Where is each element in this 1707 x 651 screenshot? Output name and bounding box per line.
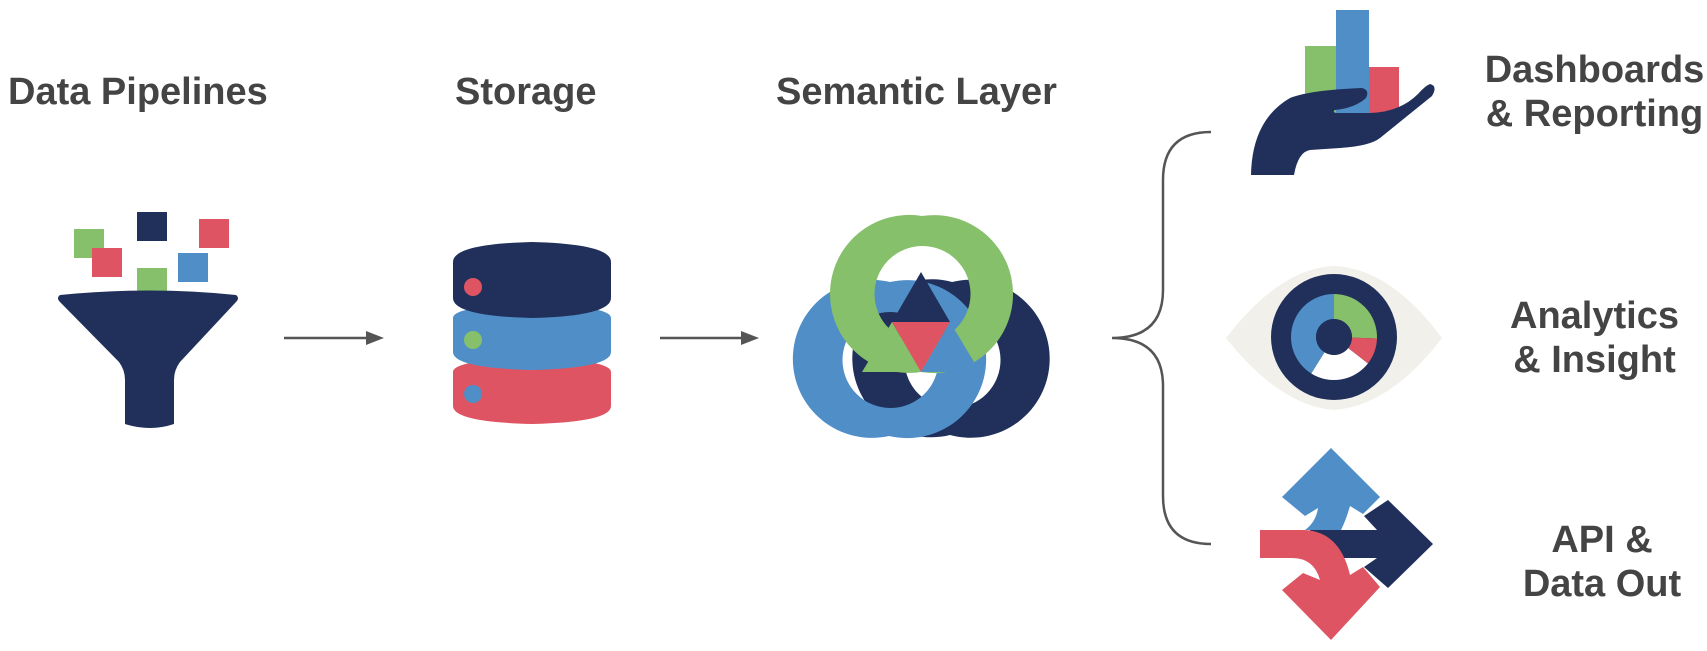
data-block xyxy=(137,212,167,241)
donut-slice-white xyxy=(1311,348,1368,380)
database-icon xyxy=(453,242,611,424)
arrow-down-red xyxy=(1260,530,1380,640)
arrowhead-green xyxy=(862,322,921,372)
funnel-body xyxy=(58,290,238,428)
center-triangle xyxy=(892,322,950,372)
status-dot xyxy=(464,385,482,403)
pupil xyxy=(1316,319,1352,355)
arrowhead-navy xyxy=(892,272,950,322)
arrow-right-navy xyxy=(1310,500,1433,588)
curly-brace-connector xyxy=(1111,130,1212,546)
output-label-line2: & Insight xyxy=(1513,339,1676,381)
arrow-up-blue xyxy=(1282,448,1380,530)
output-label-dashboards: Dashboards & Reporting xyxy=(1482,48,1707,136)
output-label-line2: & Reporting xyxy=(1485,93,1704,135)
funnel-icon xyxy=(58,212,238,428)
arrow-right-icon xyxy=(284,331,384,345)
donut-slice-green xyxy=(1334,294,1377,339)
arrowhead-blue xyxy=(921,322,980,372)
arrow-right-icon xyxy=(660,331,759,345)
interlocking-cycle-icon xyxy=(792,214,1050,439)
stage-title-semantic-layer: Semantic Layer xyxy=(776,71,1057,113)
bar-red xyxy=(1369,67,1399,113)
split-arrows-icon xyxy=(1260,448,1433,640)
output-label-line1: API & xyxy=(1551,519,1653,561)
stage-title-data-pipelines: Data Pipelines xyxy=(8,71,268,113)
donut-slice-red xyxy=(1348,337,1377,364)
data-block xyxy=(199,219,229,248)
output-label-api: API & Data Out xyxy=(1492,518,1707,606)
cycle-ring-green xyxy=(829,214,1014,374)
data-block xyxy=(178,253,208,282)
status-dot xyxy=(464,278,482,296)
donut-slice-blue xyxy=(1291,294,1334,374)
stage-title-storage: Storage xyxy=(455,71,597,113)
database-tier-top xyxy=(453,242,611,318)
data-block xyxy=(137,268,167,292)
output-label-line2: Data Out xyxy=(1522,563,1682,605)
output-label-line1: Analytics xyxy=(1510,295,1679,337)
database-tier-bottom xyxy=(453,358,611,424)
hand-shape xyxy=(1251,84,1435,175)
hand-bar-chart-icon xyxy=(1251,10,1435,175)
output-label-line1: Dashboards xyxy=(1484,49,1705,91)
database-tier-middle xyxy=(453,304,611,370)
status-dot xyxy=(464,331,482,349)
data-block xyxy=(92,248,122,277)
eye-donut-icon xyxy=(1226,266,1442,410)
output-label-analytics: Analytics & Insight xyxy=(1482,294,1707,382)
donut-chart xyxy=(1291,294,1377,380)
